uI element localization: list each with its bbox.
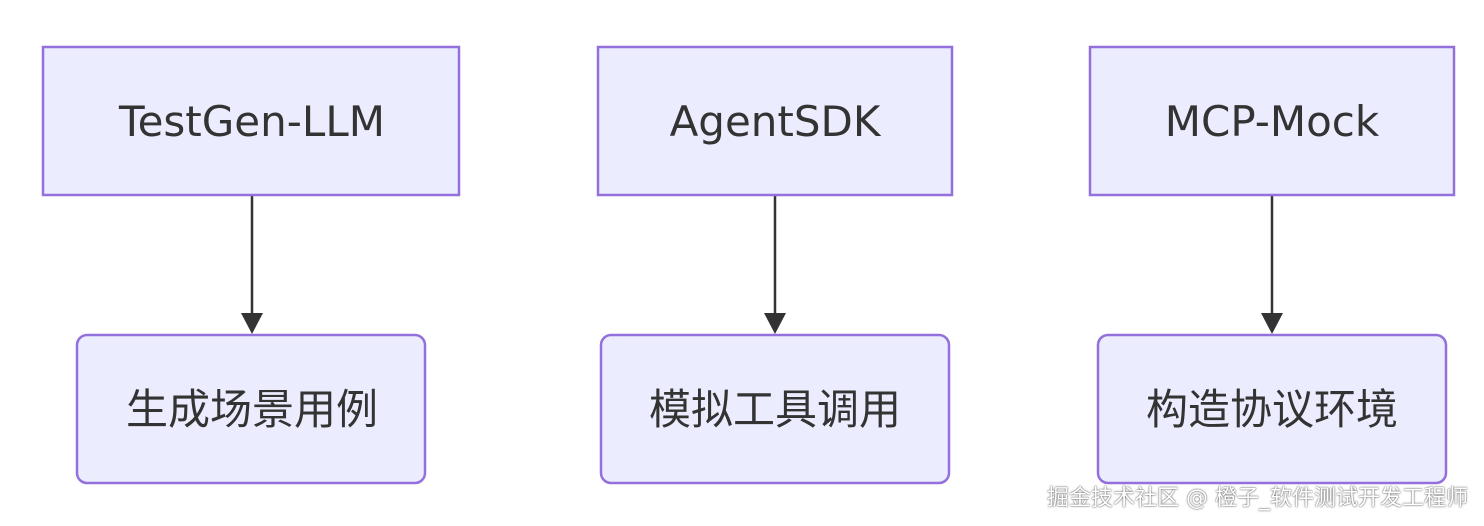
edge-testgen-to-gen-cases xyxy=(241,196,263,334)
edge-agentsdk-to-sim-tools xyxy=(764,196,786,334)
watermark: 掘金技术社区 @ 橙子_软件测试开发工程师 xyxy=(1047,486,1468,511)
node-mcp-mock-label: MCP-Mock xyxy=(1165,97,1380,146)
node-sim-tools-label: 模拟工具调用 xyxy=(649,385,901,434)
node-sim-tools[interactable]: 模拟工具调用 xyxy=(599,333,951,485)
node-mcp-mock[interactable]: MCP-Mock xyxy=(1088,45,1456,197)
node-build-env[interactable]: 构造协议环境 xyxy=(1096,333,1448,485)
node-gen-cases[interactable]: 生成场景用例 xyxy=(75,333,427,485)
node-testgen-llm-label: TestGen-LLM xyxy=(118,97,385,146)
edge-mcpmock-to-build-env xyxy=(1261,196,1283,334)
node-build-env-label: 构造协议环境 xyxy=(1146,385,1398,434)
node-gen-cases-label: 生成场景用例 xyxy=(126,385,378,434)
node-agentsdk[interactable]: AgentSDK xyxy=(596,45,954,197)
node-testgen-llm[interactable]: TestGen-LLM xyxy=(41,45,461,197)
node-agentsdk-label: AgentSDK xyxy=(670,97,882,146)
